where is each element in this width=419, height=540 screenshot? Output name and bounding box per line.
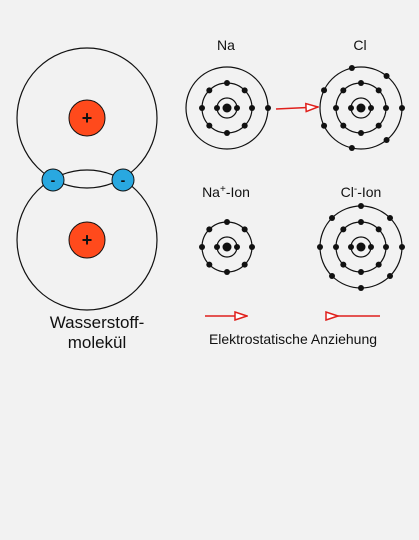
cl-ion-electron — [399, 244, 405, 250]
ionic-bonding: Na Cl Na+-Ion Cl--Ion Elektrostatische A… — [185, 37, 405, 347]
na-atom-electron — [265, 105, 271, 111]
na-atom-electron — [206, 122, 213, 129]
cl-ion-electron — [383, 244, 389, 250]
electron-transfer-arrow — [275, 107, 318, 109]
na-atom-nucleus — [222, 103, 232, 113]
cl-ion-electron — [358, 285, 364, 291]
cl-label: Cl — [353, 37, 366, 53]
cl-ion-electron — [358, 269, 364, 275]
cl-ion-electron — [386, 215, 393, 222]
na-ion-electron — [199, 244, 205, 250]
cl-atom-nucleus — [356, 103, 366, 113]
na-atom-electron — [214, 105, 220, 111]
electron-right — [111, 168, 135, 192]
cl-atom-electron — [321, 87, 328, 94]
cl-atom-electron — [383, 105, 389, 111]
hydrogen-atom-shell-upper — [16, 47, 158, 189]
cl-atom-electron — [333, 105, 339, 111]
na-atom-electron — [234, 105, 240, 111]
electron-left-sign: - — [51, 172, 56, 188]
cl-ion-electron — [340, 226, 347, 233]
cl-ion-label: Cl--Ion — [341, 184, 382, 201]
cl-atom-electron — [348, 105, 354, 111]
na-ion-electron — [249, 244, 255, 250]
proton-lower — [68, 221, 106, 259]
na-atom-electron — [241, 87, 248, 94]
cl-atom-electron — [358, 130, 364, 136]
attraction-caption: Elektrostatische Anziehung — [209, 331, 377, 347]
cl-ion-electron — [333, 244, 339, 250]
na-ion-electron — [241, 226, 248, 233]
cl-ion-electron — [375, 226, 382, 233]
cl-ion-electron — [317, 244, 323, 250]
na-ion-electron — [206, 226, 213, 233]
electron-left — [41, 168, 65, 192]
na-ion-electron — [241, 261, 248, 268]
hydrogen-label-line1: Wasserstoff- — [50, 313, 144, 332]
proton-lower-sign: + — [82, 230, 93, 250]
cl-atom-electron — [348, 144, 355, 151]
cl-atom-electron — [340, 87, 347, 94]
cl-atom-electron — [358, 80, 364, 86]
hydrogen-atom-shell-lower — [16, 169, 158, 311]
na-atom-electron — [224, 80, 230, 86]
cl-atom-electron — [348, 65, 355, 72]
cl-ion-electron — [386, 272, 393, 279]
electron-right-sign: - — [121, 172, 126, 188]
atom-models — [185, 65, 405, 291]
na-atom-electron — [206, 87, 213, 94]
na-atom-electron — [224, 130, 230, 136]
na-atom-electron — [241, 122, 248, 129]
na-atom-electron — [249, 105, 255, 111]
cl-ion-electron — [375, 261, 382, 268]
hydrogen-molecule: + + - - Wasserstoff- molekül — [16, 47, 158, 352]
na-ion-nucleus — [222, 242, 232, 252]
na-ion-electron — [214, 244, 220, 250]
cl-ion-nucleus — [356, 242, 366, 252]
proton-upper-sign: + — [82, 108, 93, 128]
na-label: Na — [217, 37, 235, 53]
cl-atom-electron — [383, 137, 390, 144]
cl-ion-electron — [329, 215, 336, 222]
cl-ion-electron — [340, 261, 347, 268]
hydrogen-label-line2: molekül — [68, 333, 127, 352]
cl-atom-electron — [383, 72, 390, 79]
na-ion-label: Na+-Ion — [202, 184, 250, 201]
cl-ion-electron — [329, 272, 336, 279]
cl-ion-electron — [358, 219, 364, 225]
cl-ion-electron — [368, 244, 374, 250]
cl-atom-electron — [375, 122, 382, 129]
cl-atom-electron — [399, 105, 405, 111]
cl-atom-electron — [368, 105, 374, 111]
cl-ion-electron — [348, 244, 354, 250]
cl-atom-electron — [321, 122, 328, 129]
na-atom-electron — [199, 105, 205, 111]
proton-upper — [68, 99, 106, 137]
cl-ion-electron — [358, 203, 364, 209]
na-ion-electron — [234, 244, 240, 250]
na-ion-electron — [224, 219, 230, 225]
na-ion-electron — [224, 269, 230, 275]
cl-atom-electron — [340, 122, 347, 129]
cl-atom-electron — [375, 87, 382, 94]
na-ion-electron — [206, 261, 213, 268]
